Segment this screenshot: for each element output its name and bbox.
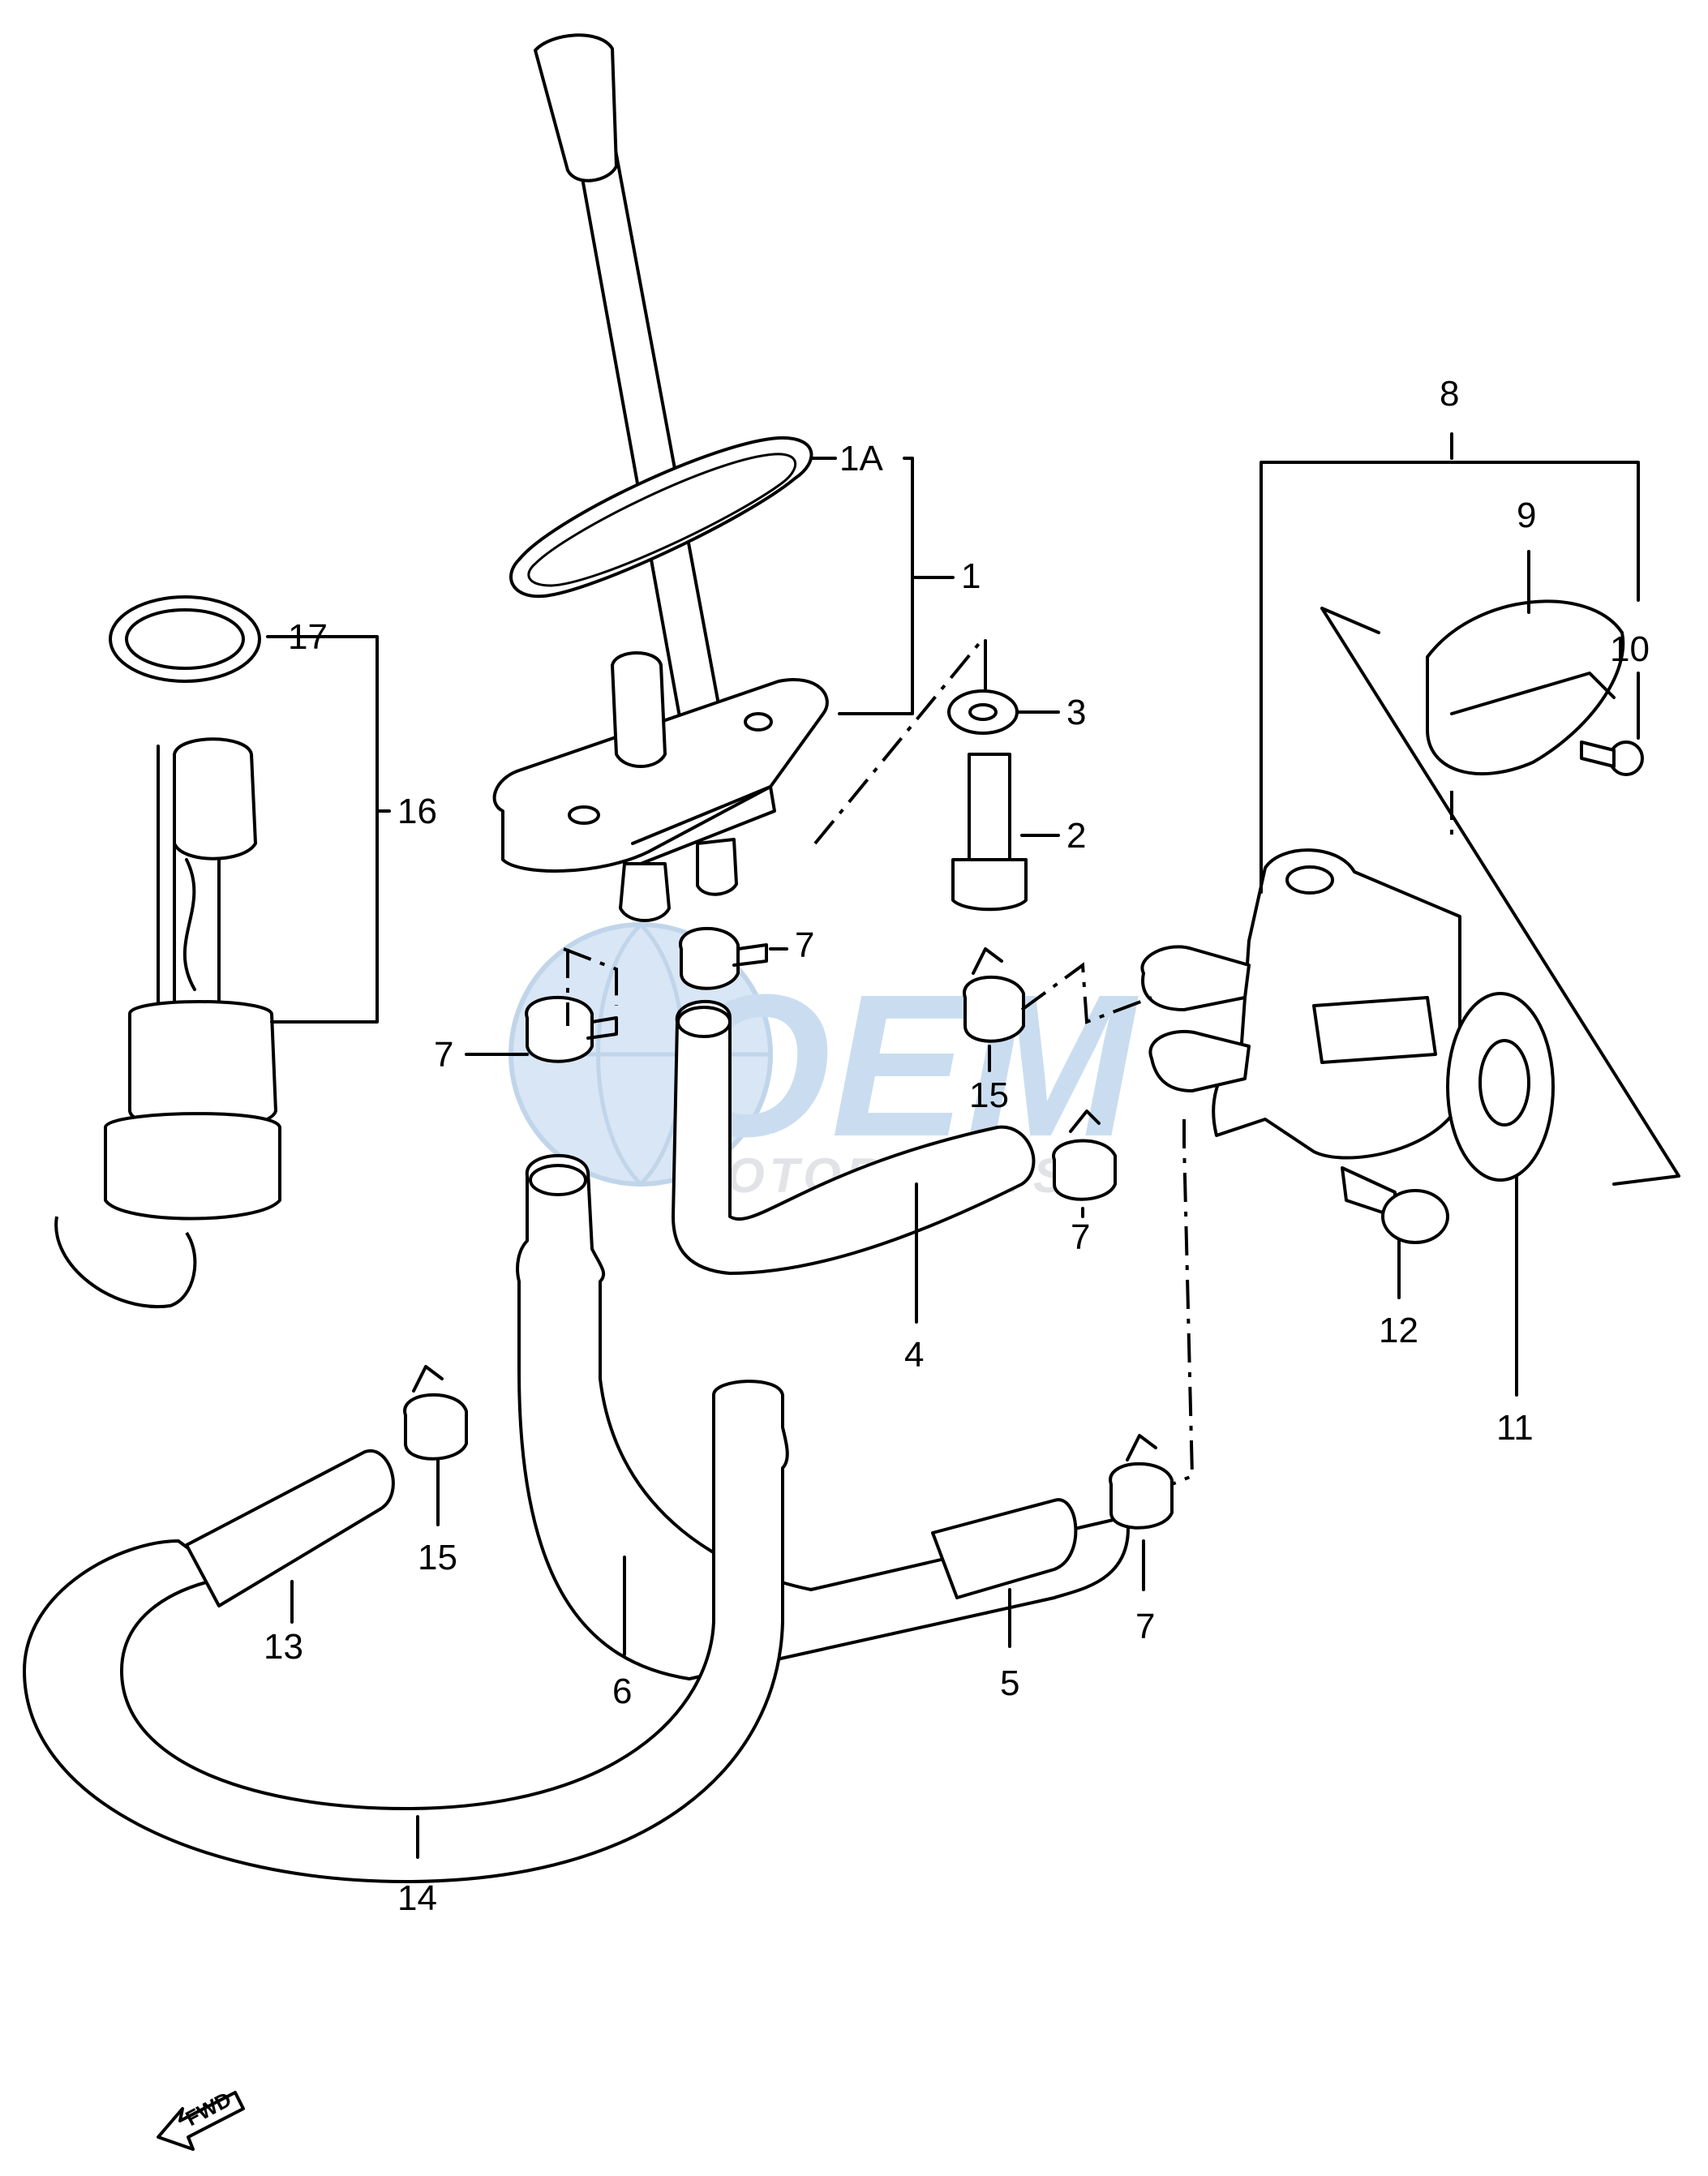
callout-7c: 7 [1071, 1217, 1090, 1257]
clamp-15b [403, 1365, 468, 1461]
cock-lower-nipple-left [619, 862, 671, 922]
hose-5 [931, 1498, 1078, 1599]
strainer-pipe [566, 88, 723, 727]
callout-6: 6 [612, 1672, 632, 1711]
valve-top-port [1285, 865, 1334, 895]
gauge-wire [54, 1216, 197, 1309]
cock-underside [631, 785, 776, 865]
part-3-washer-hole [968, 703, 998, 721]
part-11-seal-hole [1478, 1039, 1530, 1127]
callout-10: 10 [1610, 629, 1650, 669]
gasket-1a [509, 436, 813, 599]
hose-6 [516, 1154, 1130, 1680]
dashed-guides [563, 639, 1453, 1486]
part-10-screw [1580, 740, 1644, 776]
part-2-bolt [951, 753, 1028, 912]
part-8-fuel-valve [1140, 848, 1461, 1160]
callout-7b: 7 [434, 1035, 453, 1075]
callout-7a: 7 [795, 925, 814, 965]
callout-15a: 15 [969, 1075, 1009, 1115]
valve-inlet-lower [1148, 1029, 1251, 1092]
callout-16: 16 [397, 792, 437, 831]
callout-2: 2 [1066, 816, 1086, 856]
part-16-fuel-gauge [54, 737, 281, 1309]
watermark-brand: OEM [673, 952, 1139, 1178]
cock-lower-nipple-right [696, 838, 738, 896]
callout-1: 1 [961, 556, 981, 596]
valve-inlet-upper [1140, 945, 1251, 1011]
callouts: 1A 1 3 2 17 16 7 7 15 7 4 15 13 6 5 7 14… [264, 374, 1650, 1918]
callout-11: 11 [1496, 1408, 1534, 1448]
callout-3: 3 [1066, 693, 1086, 732]
callout-15b: 15 [418, 1538, 457, 1577]
leader-lines [266, 432, 1680, 1859]
callout-17: 17 [288, 617, 328, 657]
hose-4-end [676, 1006, 732, 1038]
callout-5: 5 [1000, 1663, 1019, 1703]
forward-arrow-icon: FWD [157, 2087, 245, 2151]
callout-12: 12 [1379, 1311, 1418, 1350]
hose-14 [23, 1380, 789, 1883]
callout-9: 9 [1517, 496, 1536, 535]
clamp-7b [525, 996, 618, 1063]
watermark: OEM MOTORPARTS [509, 922, 1139, 1203]
clamp-7c [1052, 1109, 1117, 1201]
gasket-1a-inner [527, 453, 797, 587]
clamp-7d [1109, 1434, 1174, 1530]
part-17-o-ring-inner [125, 608, 245, 670]
hose-6-end [529, 1164, 587, 1196]
plate-hole-left [568, 805, 600, 825]
part-9-knob [1426, 599, 1625, 775]
callout-13: 13 [264, 1627, 303, 1667]
hose-4 [672, 1000, 1036, 1275]
callout-8: 8 [1440, 374, 1459, 414]
callout-14: 14 [397, 1878, 437, 1918]
callout-4: 4 [904, 1335, 924, 1375]
plate-hole-right [744, 712, 773, 732]
valve-knob-shaft [1312, 996, 1437, 1064]
part-1-fuel-cock [492, 33, 829, 922]
hose-13 [185, 1449, 395, 1607]
callout-1a: 1A [839, 439, 883, 479]
clamp-7a [679, 927, 768, 990]
part-12-bolt [1341, 1166, 1449, 1244]
cock-upper-nipple [611, 651, 667, 768]
strainer-tip [534, 33, 618, 182]
callout-7d: 7 [1135, 1607, 1155, 1646]
